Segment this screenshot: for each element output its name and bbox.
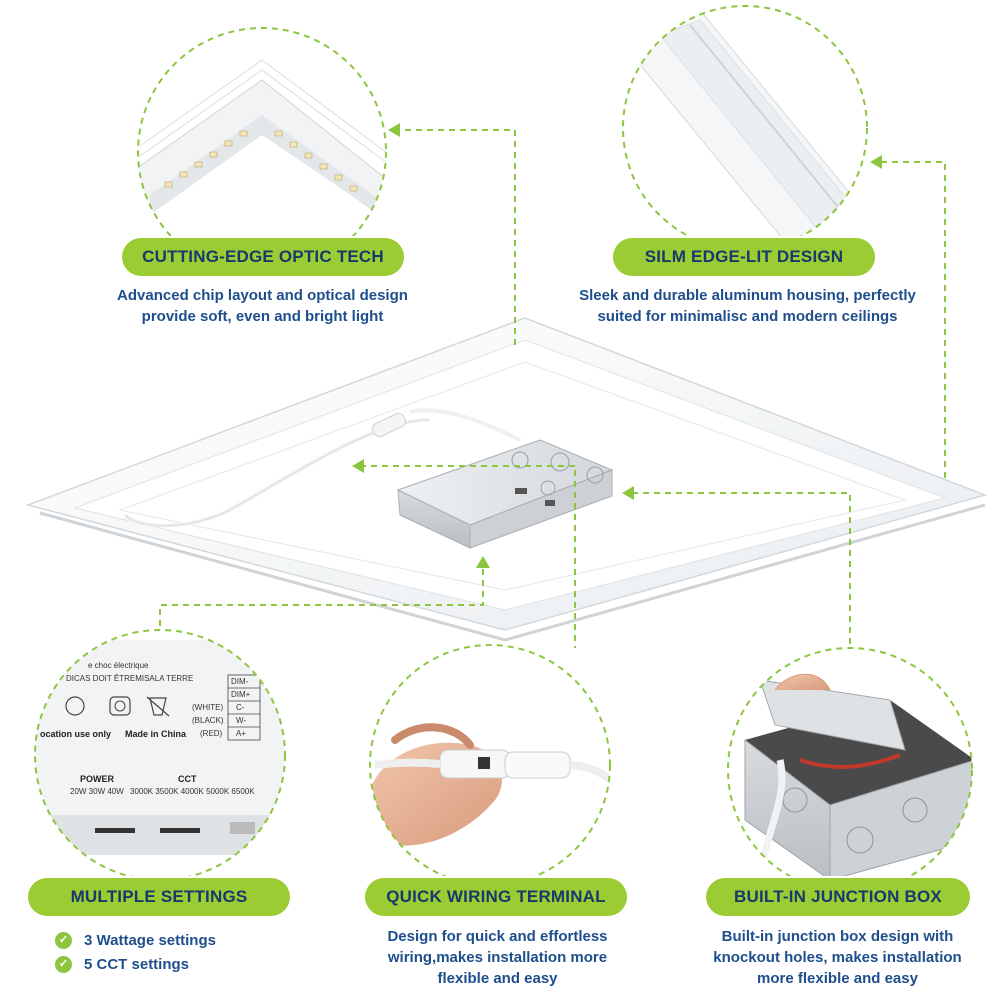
desc-line: Advanced chip layout and optical design [117,287,408,304]
label-cct-values: 3000K 3500K 4000K 5000K 6500K [130,787,255,796]
callout-arrows [352,123,882,568]
circle-multiple-settings [34,629,286,881]
settings-checklist: ✓ 3 Wattage settings ✓ 5 CCT settings [55,928,216,976]
label-wire-pin: W- [236,716,247,725]
feature-title-quick-wiring: QUICK WIRING TERMINAL [365,878,627,916]
feature-desc-junction-box: Built-in junction box design with knocko… [685,926,990,989]
checklist-label: 3 Wattage settings [84,931,216,949]
checklist-label: 5 CCT settings [84,955,190,973]
label-location: ocation use only [40,729,112,739]
label-power-values: 20W 30W 40W [70,787,124,796]
desc-line: knockout holes, makes installation [713,949,962,966]
label-wire-color: (WHITE) [192,703,224,712]
desc-line: Design for quick and effortless [387,928,608,945]
label-dim-minus: DIM- [231,677,249,686]
feature-title-edge-lit: SILM EDGE-LIT DESIGN [613,238,875,276]
junction-box [396,439,614,549]
desc-line: more flexible and easy [757,970,918,987]
callout-lines [159,129,946,648]
feature-title-junction-box: BUILT-IN JUNCTION BOX [706,878,970,916]
label-dim-plus: DIM+ [231,690,251,699]
circle-optic-tech [137,27,387,277]
desc-line: Sleek and durable aluminum housing, perf… [579,287,916,304]
cable-connector [372,412,406,438]
desc-line: Built-in junction box design with [721,928,954,945]
checklist-item: ✓ 5 CCT settings [55,952,216,976]
label-made-in: Made in China [125,729,187,739]
label-wire-pin: C- [236,703,245,712]
label-ground-line: DICAS DOIT ÊTREMISALA TERRE [66,674,194,683]
checklist-item: ✓ 3 Wattage settings [55,928,216,952]
feature-desc-quick-wiring: Design for quick and effortless wiring,m… [355,926,640,989]
circle-quick-wiring [369,644,611,886]
label-wire-pin: A+ [236,729,247,738]
feature-title-optic-tech: CUTTING-EDGE OPTIC TECH [122,238,404,276]
label-cct-title: CCT [178,774,197,784]
feature-desc-edge-lit: Sleek and durable aluminum housing, perf… [545,285,950,327]
feature-desc-optic-tech: Advanced chip layout and optical design … [70,285,455,327]
label-wire-color: (RED) [200,729,223,738]
label-wire-color: (BLACK) [192,716,224,725]
circle-junction-box [727,647,973,893]
desc-line: provide soft, even and bright light [141,308,384,325]
check-icon: ✓ [55,931,72,949]
desc-line: flexible and easy [437,970,558,987]
label-warning-line: e choc électrique [88,661,149,670]
desc-line: wiring,makes installation more [387,949,608,966]
label-power-title: POWER [80,774,115,784]
desc-line: suited for minimalisc and modern ceiling… [597,308,898,325]
feature-title-multiple-settings: MULTIPLE SETTINGS [28,878,290,916]
check-icon: ✓ [55,955,72,973]
circle-edge-lit [622,5,868,251]
